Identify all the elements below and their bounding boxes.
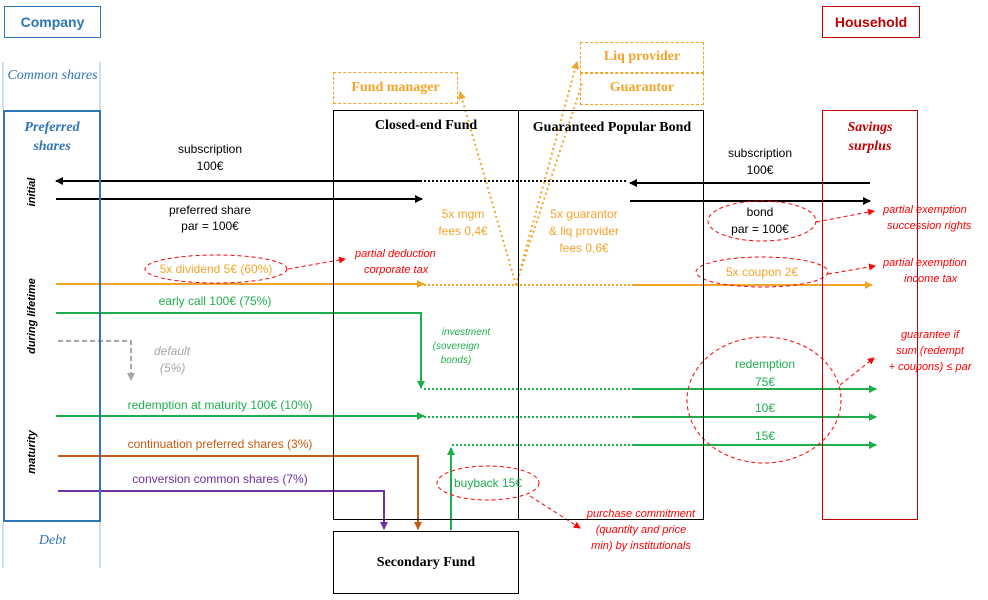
savings-surplus-box xyxy=(822,110,918,520)
early-call-label: early call 100€ (75%) xyxy=(158,294,272,308)
guarantor-fees-label-1: 5x guarantor xyxy=(550,207,618,221)
liq-provider-box[interactable] xyxy=(580,42,704,73)
guarantor-fees-arrow xyxy=(515,83,583,286)
liq-provider-label: Liq provider xyxy=(603,49,681,64)
household-box xyxy=(822,6,920,38)
dividend-label: 5x dividend 5€ (60%) xyxy=(159,262,273,276)
closed-end-fund-box[interactable] xyxy=(333,110,519,520)
secondary-fund-box[interactable] xyxy=(333,531,519,594)
continuation-arrow xyxy=(58,455,422,530)
fund-manager-label: Fund manager xyxy=(351,80,440,95)
redemption-label: redemption xyxy=(734,357,796,371)
mgm-fees-label-2: fees 0,4€ xyxy=(438,224,488,238)
preferred-share-label: preferred share xyxy=(168,203,252,217)
investment-label-3: bonds) xyxy=(440,355,472,366)
closed-end-fund-label: Closed-end Fund xyxy=(374,118,478,133)
subscription-left-label: subscription xyxy=(177,142,243,156)
purchase-note-3: min) by institutionals xyxy=(591,540,691,552)
redemption-15-label: 15€ xyxy=(754,429,776,443)
coupon-highlight-ellipse xyxy=(695,256,829,288)
buyback-label: buyback 15€ xyxy=(453,476,523,490)
purchase-note-1: purchase commitment xyxy=(586,508,696,520)
succession-note-2: succession rights xyxy=(887,220,972,232)
fund-manager-box[interactable] xyxy=(333,72,458,104)
subscription-right-amount: 100€ xyxy=(746,163,774,177)
redemption-highlight-ellipse xyxy=(686,336,842,464)
subscription-right-label: subscription xyxy=(727,146,793,160)
bond-highlight-ellipse xyxy=(707,200,817,242)
mgm-fees-label-1: 5x mgm xyxy=(441,207,485,221)
preferred-shares-box xyxy=(3,110,101,522)
default-label-1: default xyxy=(154,344,191,358)
guaranteed-popular-bond-label: Guaranteed Popular Bond xyxy=(532,120,692,135)
company-box xyxy=(4,6,101,38)
preferred-shares-label: Preferred shares xyxy=(24,120,80,154)
mgm-fees-arrow xyxy=(458,91,517,286)
bond-par: par = 100€ xyxy=(731,222,789,236)
corporate-tax-note-arrow xyxy=(287,256,346,270)
dividend-highlight-ellipse xyxy=(144,254,288,284)
phase-maturity-label: maturity xyxy=(26,430,38,474)
redemption-maturity-label: redemption at maturity 100€ (10%) xyxy=(127,398,313,412)
default-label-2: (5%) xyxy=(160,361,186,375)
conversion-label: conversion common shares (7%) xyxy=(132,472,308,486)
redemption-75-label: 75€ xyxy=(754,375,776,389)
succession-note-1: partial exemption xyxy=(883,204,967,216)
purchase-note-arrow xyxy=(529,495,581,529)
guaranteed-popular-bond-box[interactable] xyxy=(518,110,704,520)
common-shares-label: Common shares xyxy=(7,68,98,83)
corporate-tax-note-2: corporate tax xyxy=(364,264,429,276)
phase-initial-label: initial xyxy=(26,177,38,207)
income-tax-note-1: partial exemption xyxy=(883,257,967,269)
guarantor-label: Guarantor xyxy=(609,80,675,95)
investment-label-2: (sovereign xyxy=(432,341,480,352)
company-label: Company xyxy=(20,14,85,30)
continuation-label: continuation preferred shares (3%) xyxy=(127,437,313,451)
buyback-highlight-ellipse xyxy=(436,465,540,501)
guarantee-note-1: guarantee if xyxy=(900,329,960,341)
redemption-10-label: 10€ xyxy=(754,401,776,415)
bond-label: bond xyxy=(746,205,774,219)
default-arrow xyxy=(58,340,135,381)
secondary-fund-label: Secondary Fund xyxy=(376,555,476,570)
guarantee-note-2: sum (redempt xyxy=(896,345,964,357)
investment-label-1: investment xyxy=(441,327,491,338)
subscription-left-amount: 100€ xyxy=(196,159,224,173)
household-label: Household xyxy=(834,14,908,30)
purchase-note-2: (quantity and price xyxy=(595,524,687,536)
liq-provider-fees-arrow xyxy=(515,61,580,286)
debt-label: Debt xyxy=(38,533,67,548)
phase-lifetime-label: during lifetime xyxy=(26,278,38,354)
guarantee-note-3: + coupons) ≤ par xyxy=(888,361,972,373)
succession-note-arrow xyxy=(815,208,875,223)
preferred-share-par: par = 100€ xyxy=(181,219,239,233)
early-call-arrow xyxy=(56,312,425,389)
guarantor-fees-label-3: fees 0,6€ xyxy=(559,241,609,255)
coupon-label: 5x coupon 2€ xyxy=(725,265,799,279)
corporate-tax-note-1: partial deduction xyxy=(355,248,436,260)
guarantor-box[interactable] xyxy=(580,73,704,105)
conversion-arrow xyxy=(58,490,388,530)
savings-surplus-label: Savings surplus xyxy=(847,120,893,154)
guarantor-fees-label-2: & liq provider xyxy=(548,224,620,238)
income-tax-note-2: income tax xyxy=(904,273,958,285)
income-tax-note-arrow xyxy=(827,263,876,275)
guarantee-note-arrow xyxy=(839,357,875,386)
